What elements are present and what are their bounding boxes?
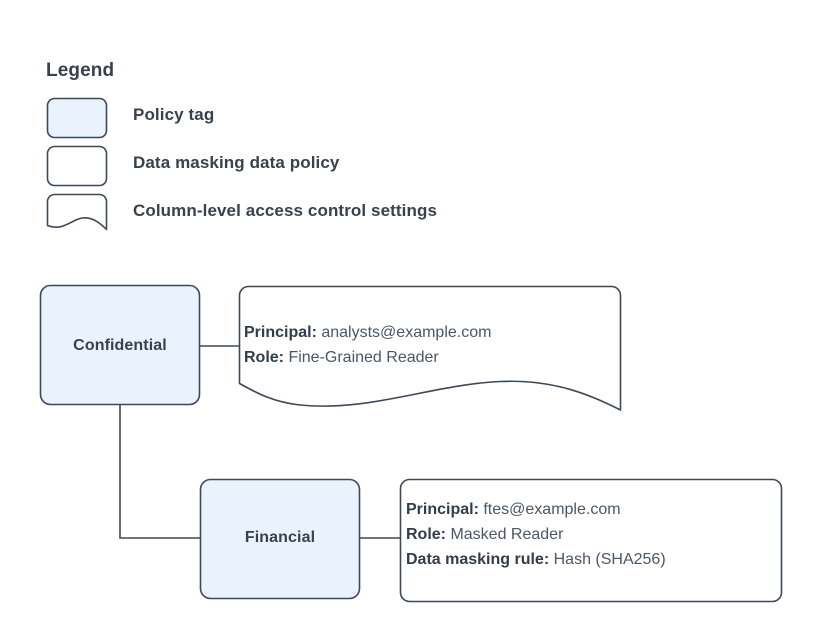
node-label-confidential: Confidential [73,337,167,354]
masking-row-principal: Principal: ftes@example.com [406,497,666,522]
detail-box-masking-policy[interactable] [399,478,783,603]
masking-principal-value: ftes@example.com [483,501,621,518]
access-row-principal: Principal: analysts@example.com [244,320,491,345]
legend-swatch-policy-tag [46,97,108,139]
masking-rule-value: Hash (SHA256) [553,551,666,568]
node-confidential[interactable] [39,284,201,406]
access-principal-value: analysts@example.com [321,324,492,341]
legend-item-label-policy-tag: Policy tag [133,105,215,124]
masking-principal-key: Principal: [406,501,479,518]
detail-box-access-settings[interactable] [238,285,622,411]
masking-row-role: Role: Masked Reader [406,522,666,547]
legend-title: Legend [46,60,115,81]
node-label-financial: Financial [244,529,316,546]
masking-policy-content: Principal: ftes@example.com Role: Masked… [406,497,666,572]
edge-confidential-to-financial [119,405,200,539]
legend-swatch-data-masking-policy [46,145,108,187]
access-role-key: Role: [244,349,284,366]
access-row-role: Role: Fine-Grained Reader [244,345,491,370]
legend-item-label-column-access-control: Column-level access control settings [133,201,438,220]
access-settings-content: Principal: analysts@example.com Role: Fi… [244,320,491,370]
access-role-value: Fine-Grained Reader [288,349,439,366]
access-principal-key: Principal: [244,324,317,341]
legend-item-label-data-masking-policy: Data masking data policy [133,153,340,172]
legend-swatch-column-access-control [46,193,108,231]
masking-role-key: Role: [406,526,446,543]
masking-row-rule: Data masking rule: Hash (SHA256) [406,547,666,572]
masking-role-value: Masked Reader [450,526,564,543]
masking-rule-key: Data masking rule: [406,551,550,568]
node-financial[interactable] [199,478,361,600]
